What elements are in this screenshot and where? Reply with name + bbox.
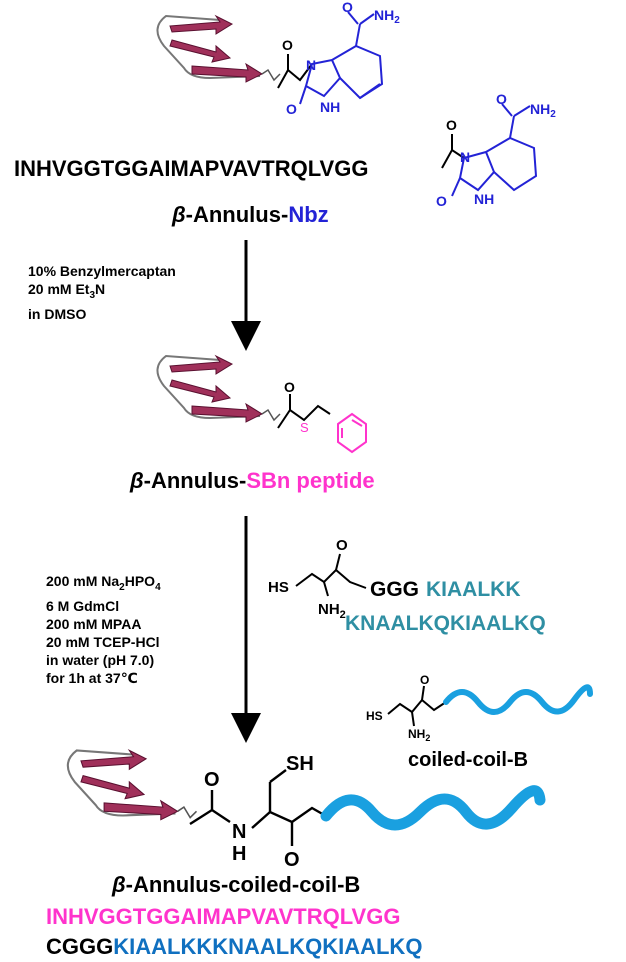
ribbon-middle	[156, 355, 281, 423]
ribbon-top	[156, 15, 281, 83]
coil-small-nh2: NH2	[408, 727, 430, 743]
product-o1: O	[204, 769, 220, 791]
nbz-n-top: N	[306, 57, 316, 73]
product-sh: SH	[286, 753, 314, 775]
nbz-o-top: O	[342, 0, 353, 15]
nbz-o2-top: O	[286, 101, 297, 117]
carbonyl-o-top: O	[282, 37, 293, 53]
coil-small-skeleton	[387, 685, 447, 727]
step1-line-2: 20 mM Et3N	[28, 281, 106, 301]
step2-line-1: 200 mM Na2HPO4	[46, 573, 161, 593]
nbz-nh-top: NH	[320, 99, 340, 115]
caption-product: β-Annulus-coiled-coil-B	[111, 872, 360, 897]
reagent-seq-line1: KIAALKK	[426, 578, 521, 601]
step1-line-1: 10% Benzylmercaptan	[28, 263, 176, 279]
benzyl-ring	[337, 412, 367, 454]
reagent-seq-line2: KNAALKQKIAALKQ	[345, 612, 546, 635]
step2-line-6: for 1h at 37℃	[46, 669, 138, 686]
caption-nbz: β-Annulus-Nbz	[171, 202, 329, 227]
nbz-o-seq: O	[496, 91, 507, 107]
coil-small-label: coiled-coil-B	[408, 749, 528, 771]
product-o2: O	[284, 849, 300, 871]
nbz-nh-seq: NH	[474, 191, 494, 207]
thioester-chain	[277, 404, 331, 429]
step2-line-3: 200 mM MPAA	[46, 615, 142, 632]
coil-small-wave	[443, 684, 593, 715]
nbz-group-top	[299, 11, 384, 105]
nbz-nh2-seq: NH2	[530, 101, 556, 120]
step2-line-5: in water (pH 7.0)	[46, 651, 155, 668]
product-seq1: INHVGGTGGAIMAPVAVTRQLVGG	[46, 904, 400, 929]
nbz-o2-seq: O	[436, 193, 447, 209]
product-n: N	[232, 821, 246, 843]
product-coil-wave	[320, 785, 546, 831]
product-seq2: CGGGKIAALKKKNAALKQKIAALKQ	[46, 934, 422, 959]
step2-line-2: 6 M GdmCl	[46, 597, 120, 614]
reagent-nh2: NH2	[318, 601, 346, 621]
reagent-o: O	[336, 537, 348, 554]
carbonyl-o-seq: O	[446, 117, 457, 133]
coil-small-hs: HS	[366, 709, 383, 723]
step1-conditions: 10% Benzylmercaptan 20 mM Et3N in DMSO	[28, 262, 176, 323]
step2-conditions: 200 mM Na2HPO4 6 M GdmCl 200 mM MPAA 20 …	[46, 572, 161, 687]
step2-line-4: 20 mM TCEP-HCl	[46, 633, 160, 650]
thioester-o: O	[284, 379, 295, 395]
acyl-bond-top	[277, 63, 313, 89]
ribbon-product	[66, 749, 198, 821]
reagent-ggg: GGG	[370, 578, 419, 601]
step1-line-3: in DMSO	[28, 305, 87, 322]
coil-small-o: O	[420, 673, 429, 687]
nbz-n-seq: N	[460, 149, 470, 165]
product-h: H	[232, 843, 246, 865]
reagent-skeleton	[295, 553, 367, 597]
nbz-nh2-top: NH2	[374, 7, 400, 26]
nbz-group-seq	[451, 103, 538, 197]
top-sequence: INHVGGTGGAIMAPVAVTRQLVGG	[14, 156, 368, 181]
thioester-s: S	[300, 420, 309, 435]
reagent-hs: HS	[268, 579, 289, 596]
caption-sbn: β-Annulus-SBn peptide	[129, 468, 375, 493]
product-skeleton	[189, 769, 327, 846]
